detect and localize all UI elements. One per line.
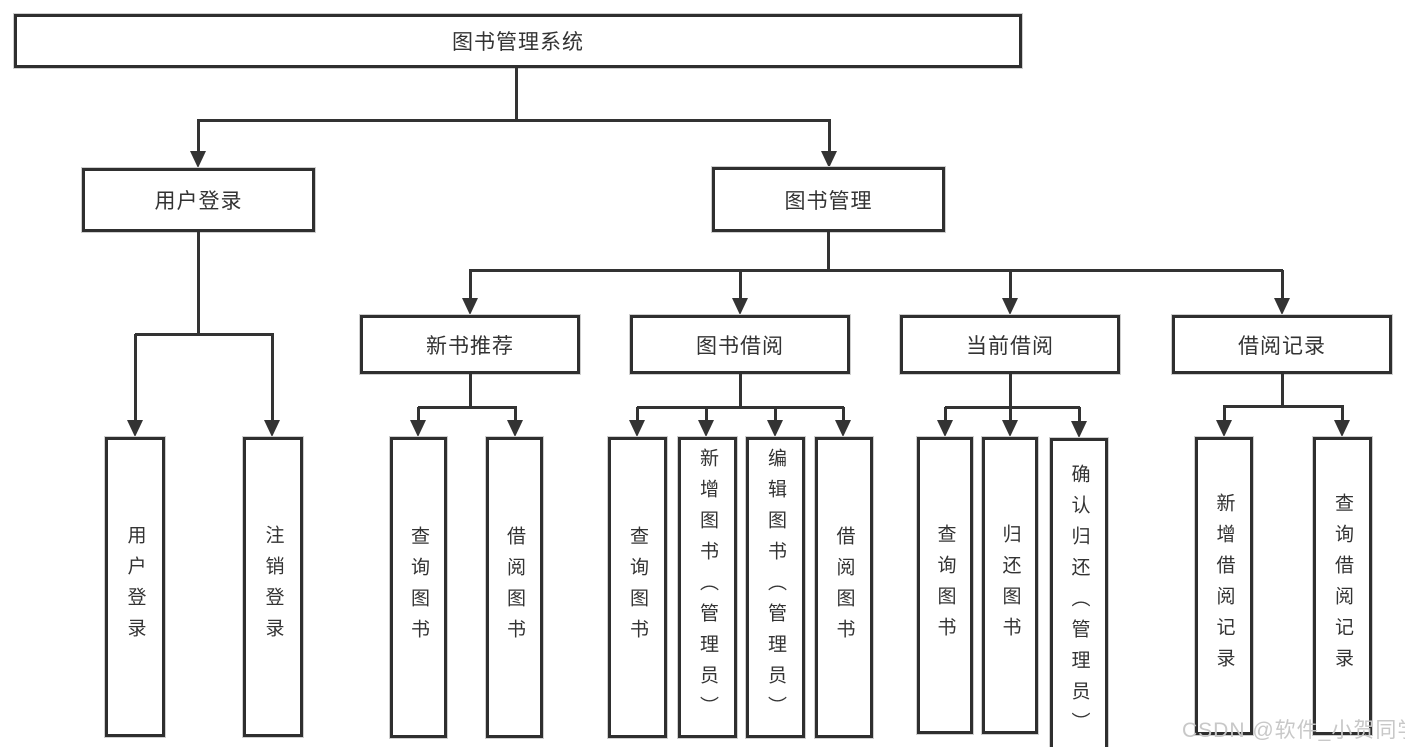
node-leaf-cb-return-book: 归还图书 (982, 437, 1038, 734)
node-leaf-bb-edit-book: 编辑图书（管理员） (746, 437, 805, 738)
node-leaf-br-add-record: 新增借阅记录 (1195, 437, 1253, 735)
node-leaf-nbr-query-book: 查询图书 (390, 437, 447, 738)
connector-new-book-rec-stem (469, 374, 472, 409)
connector-user-login-crossbar (135, 333, 274, 336)
node-leaf-cb-query-book: 查询图书 (917, 437, 973, 734)
connector-book-mgmt-stem (827, 232, 830, 272)
connector-root-crossbar (197, 119, 831, 122)
watermark: CSDN @软件_小贺同学 (1182, 719, 1405, 742)
node-borrow-record: 借阅记录 (1172, 315, 1392, 374)
connector-user-login-stem (197, 232, 200, 336)
node-leaf-nbr-borrow-book: 借阅图书 (486, 437, 543, 738)
node-leaf-br-query-record: 查询借阅记录 (1313, 437, 1372, 735)
node-leaf-bb-query-book: 查询图书 (608, 437, 667, 738)
node-current-borrow: 当前借阅 (900, 315, 1120, 374)
node-leaf-logout: 注销登录 (243, 437, 303, 737)
connector-borrow-record-crossbar (1223, 405, 1344, 408)
node-book-borrow: 图书借阅 (630, 315, 850, 374)
node-user-login: 用户登录 (82, 168, 315, 232)
node-leaf-cb-confirm-return: 确认归还（管理员） (1050, 438, 1108, 747)
node-new-book-rec: 新书推荐 (360, 315, 580, 374)
connector-book-borrow-crossbar (637, 406, 844, 409)
connector-book-borrow-stem (739, 374, 742, 409)
node-root: 图书管理系统 (14, 14, 1022, 68)
node-book-mgmt: 图书管理 (712, 167, 945, 232)
connector-book-mgmt-crossbar (469, 269, 1283, 272)
connector-borrow-record-stem (1281, 374, 1284, 408)
node-leaf-bb-borrow-book: 借阅图书 (815, 437, 873, 738)
node-leaf-bb-add-book: 新增图书（管理员） (678, 437, 737, 738)
connector-current-borrow-stem (1009, 374, 1012, 409)
node-leaf-user-login: 用户登录 (105, 437, 165, 737)
connector-new-book-rec-crossbar (418, 406, 517, 409)
connector-root-stem (515, 68, 518, 122)
connector-current-borrow-crossbar (945, 406, 1080, 409)
